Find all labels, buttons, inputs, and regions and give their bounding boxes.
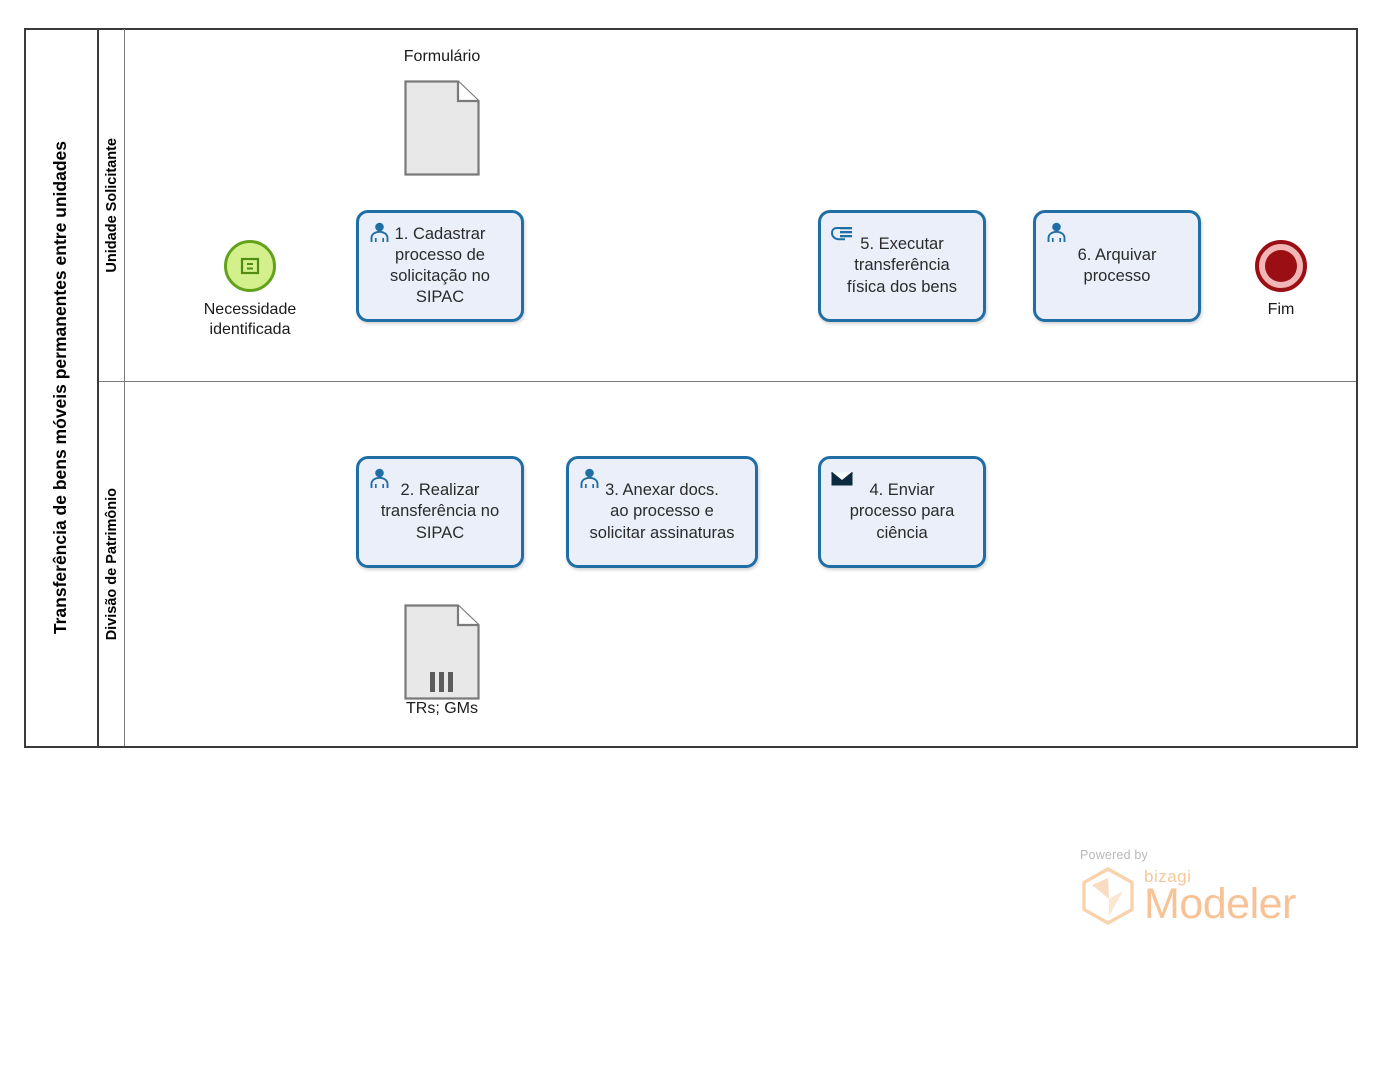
- bizagi-wordmark: bizagi: [1144, 867, 1192, 886]
- task-5-label: 5. Executar transferência física dos ben…: [846, 235, 958, 296]
- send-task-envelope-icon: [830, 471, 854, 486]
- data-object-formulario-label: Formulário: [403, 48, 481, 65]
- start-event[interactable]: [224, 240, 276, 292]
- powered-by-label: Powered by: [1080, 848, 1149, 862]
- user-task-icon: [370, 222, 389, 242]
- pool-container: [24, 28, 1358, 748]
- manual-task-hand-icon: [831, 227, 852, 241]
- pool-title-label: Transferência de bens móveis permanentes…: [50, 141, 70, 635]
- task-2-label: 2. Realizar transferência no SIPAC: [380, 481, 500, 542]
- task-6-arquivar-processo[interactable]: 6. Arquivar processo: [1033, 210, 1201, 322]
- task-5-executar-transferencia-fisica[interactable]: 5. Executar transferência física dos ben…: [818, 210, 986, 322]
- document-icon: [404, 80, 480, 176]
- end-event[interactable]: [1255, 240, 1307, 292]
- bizagi-hexagon-icon: [1082, 867, 1134, 925]
- data-object-trs-gms[interactable]: [404, 604, 480, 700]
- modeler-wordmark: Modeler: [1144, 880, 1296, 928]
- data-object-formulario[interactable]: [404, 80, 480, 176]
- lane-label-1: Divisão de Patrimônio: [103, 487, 120, 641]
- user-task-icon: [580, 468, 599, 488]
- document-collection-icon: [404, 604, 480, 700]
- lane-unidade-solicitante: [99, 29, 1356, 382]
- task-4-enviar-processo[interactable]: 4. Enviar processo para ciência: [818, 456, 986, 568]
- end-event-icon: [1265, 250, 1297, 282]
- end-event-label: Fim: [1267, 301, 1295, 318]
- task-3-anexar-docs[interactable]: 3. Anexar docs. ao processo e solicitar …: [566, 456, 758, 568]
- bizagi-modeler-logo: Powered by bizagi Modeler: [1078, 848, 1318, 948]
- user-task-icon: [370, 468, 389, 488]
- message-start-event-icon: [240, 257, 260, 275]
- lane-title-unidade-solicitante: Unidade Solicitante: [99, 29, 125, 382]
- data-object-trs-gms-label: TRs; GMs: [406, 700, 478, 717]
- lane-label-0: Unidade Solicitante: [103, 138, 120, 273]
- task-2-realizar-transferencia[interactable]: 2. Realizar transferência no SIPAC: [356, 456, 524, 568]
- start-event-label: Necessidade identificada: [203, 301, 297, 338]
- task-1-label: 1. Cadastrar processo de solicitação no …: [390, 224, 490, 307]
- pool-title: Transferência de bens móveis permanentes…: [24, 28, 99, 748]
- user-task-icon: [1047, 222, 1066, 242]
- task-4-label: 4. Enviar processo para ciência: [849, 481, 955, 542]
- lane-title-divisao-de-patrimonio: Divisão de Patrimônio: [99, 382, 125, 746]
- task-6-label: 6. Arquivar processo: [1077, 245, 1157, 285]
- task-1-cadastrar-processo[interactable]: 1. Cadastrar processo de solicitação no …: [356, 210, 524, 322]
- task-3-label: 3. Anexar docs. ao processo e solicitar …: [589, 481, 735, 542]
